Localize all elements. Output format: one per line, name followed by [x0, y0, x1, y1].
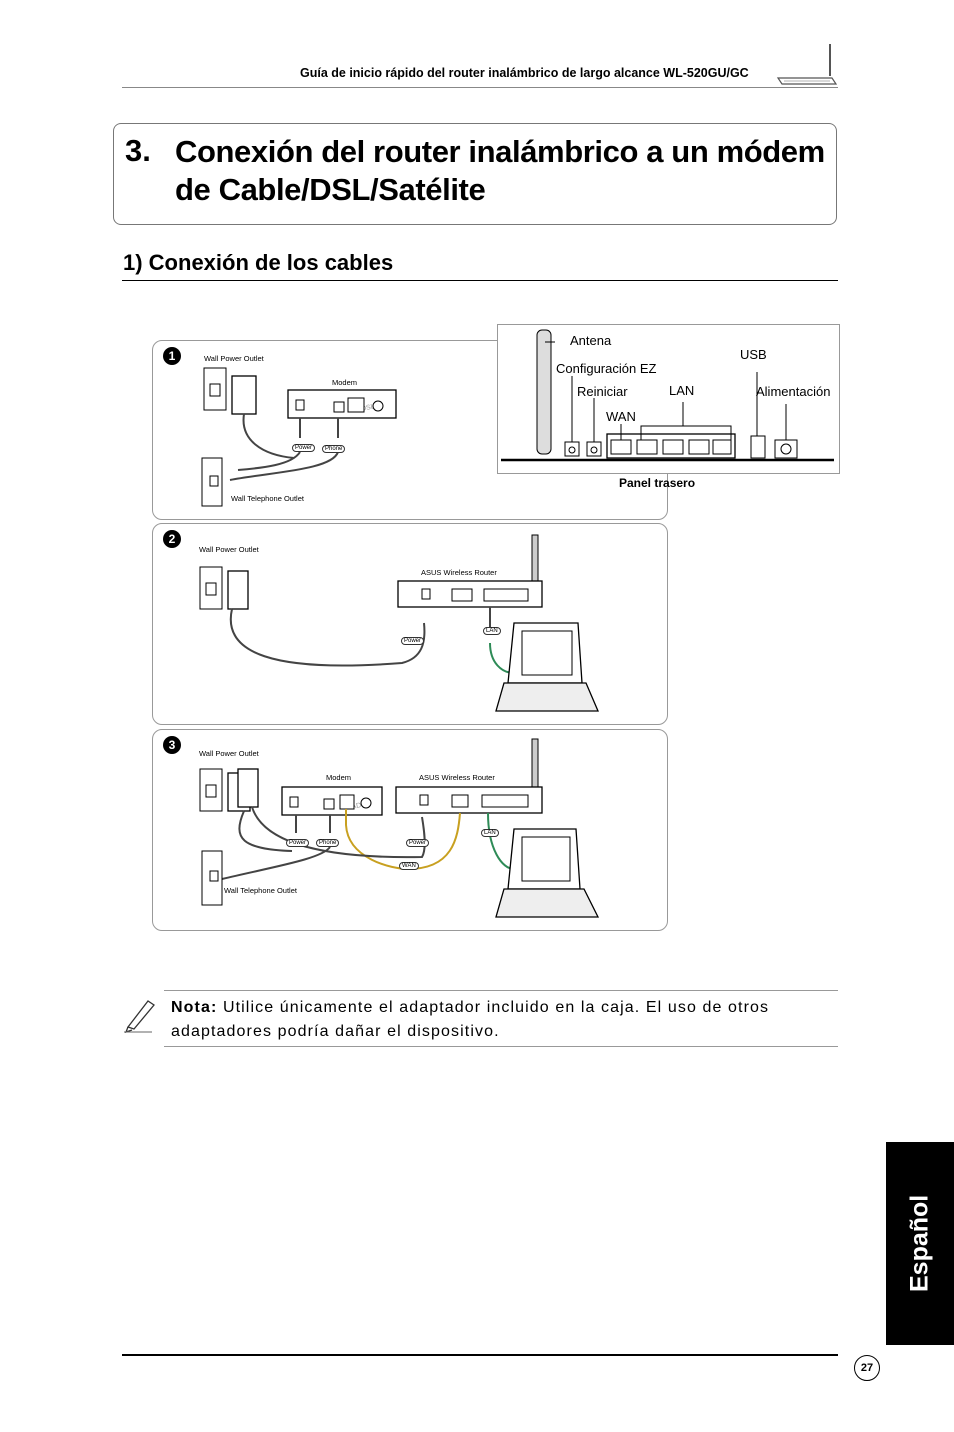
wall-power-outlet-label: Wall Power Outlet: [199, 749, 259, 758]
modem-label: Modem: [326, 773, 352, 782]
rear-power-label: Alimentación: [756, 384, 831, 399]
note-rule-top: [164, 990, 838, 991]
modem-label: Modem: [332, 378, 358, 387]
router-logo-icon: [776, 44, 838, 85]
diagram-3-drawing: ADSL: [199, 738, 600, 918]
rear-panel-drawing: [501, 329, 834, 462]
rear-antenna-label: Antena: [570, 333, 612, 348]
rear-usb-label: USB: [740, 347, 767, 362]
wan-cable-tag: WAN: [399, 862, 419, 870]
diagram-panel-2: [152, 523, 668, 725]
step-badge-1: 1: [163, 347, 181, 365]
page-number: 27: [854, 1355, 880, 1381]
wall-power-outlet-label: Wall Power Outlet: [204, 354, 264, 363]
router-lan-tag: LAN: [481, 829, 499, 837]
header-rule: [122, 87, 838, 88]
rear-ez-config-label: Configuración EZ: [556, 361, 657, 376]
language-tab-label: Español: [905, 1194, 934, 1293]
router-power-tag: Power: [401, 637, 425, 645]
modem-phone-tag: Phone: [316, 839, 340, 847]
section-title-line1: Conexión del router inalámbrico a un mód…: [175, 134, 825, 169]
diagram-2-drawing: [199, 534, 599, 712]
footer-rule: [122, 1354, 838, 1356]
router-label: ASUS Wireless Router: [419, 773, 495, 782]
wall-telephone-outlet-label: Wall Telephone Outlet: [224, 886, 297, 895]
router-lan-tag: LAN: [483, 627, 501, 635]
step-badge-2: 2: [163, 530, 181, 548]
rear-lan-label: LAN: [669, 383, 695, 398]
section-title-box: [113, 123, 837, 225]
modem-adsl-logo: ADSL: [351, 800, 370, 811]
running-header: Guía de inicio rápido del router inalámb…: [300, 66, 749, 80]
subsection-rule: [122, 280, 838, 281]
modem-power-tag: Power: [292, 444, 316, 452]
diagram-panel-3: [152, 729, 668, 931]
note-text: Utilice únicamente el adaptador incluido…: [171, 999, 770, 1040]
modem-adsl-logo: ADSL: [356, 403, 375, 414]
rear-panel-caption: Panel trasero: [619, 476, 696, 490]
section-title-line2: de Cable/DSL/Satélite: [175, 172, 486, 207]
step-badge-3: 3: [163, 736, 181, 754]
note: Nota: Utilice únicamente el adaptador in…: [171, 996, 831, 1044]
wall-telephone-outlet-label: Wall Telephone Outlet: [231, 494, 304, 503]
modem-power-tag: Power: [286, 839, 310, 847]
rear-reset-label: Reiniciar: [577, 384, 628, 399]
section-number: 3.: [125, 133, 151, 168]
router-power-tag: Power: [406, 839, 430, 847]
note-label: Nota:: [171, 999, 218, 1016]
subsection-title: 1) Conexión de los cables: [123, 250, 394, 275]
rear-wan-label: WAN: [606, 409, 636, 424]
pencil-icon: [124, 1000, 155, 1033]
router-label: ASUS Wireless Router: [421, 568, 497, 577]
section-title: Conexión del router inalámbrico a un mód…: [175, 133, 825, 209]
modem-phone-tag: Phone: [322, 445, 346, 453]
diagram-1-drawing: ADSL: [201, 367, 397, 507]
wall-power-outlet-label: Wall Power Outlet: [199, 545, 259, 554]
note-rule-bottom: [164, 1046, 838, 1047]
language-tab: [886, 1142, 954, 1345]
